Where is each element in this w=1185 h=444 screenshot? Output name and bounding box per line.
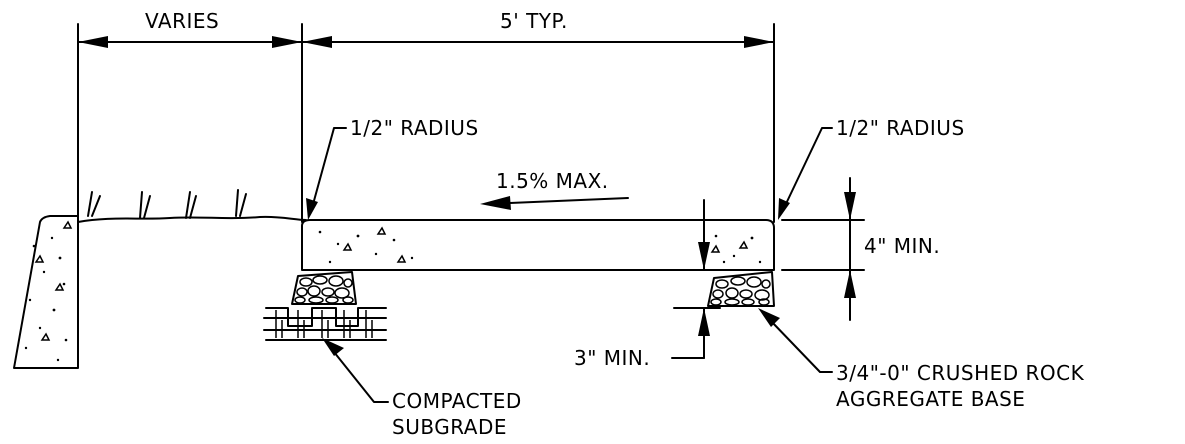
- curb: [13, 215, 79, 369]
- walk-width-label: 5' TYP.: [500, 9, 568, 33]
- aggregate-label-line2: AGGREGATE BASE: [836, 387, 1025, 411]
- slab-hatch-left: [318, 226, 414, 264]
- thickness-dimension: 4" MIN.: [781, 177, 940, 321]
- subgrade-label-line2: SUBGRADE: [392, 415, 507, 439]
- slope-label: 1.5% MAX.: [496, 169, 609, 193]
- curb-hatch: [24, 220, 73, 362]
- radius-left-callout: 1/2" RADIUS: [306, 116, 479, 220]
- base-depth-label: 3" MIN.: [574, 346, 650, 370]
- varies-dimension: VARIES: [77, 9, 303, 223]
- aggregate-base-callout: 3/4"-0" CRUSHED ROCK AGGREGATE BASE: [758, 308, 1085, 411]
- subgrade-callout: COMPACTED SUBGRADE: [322, 338, 522, 439]
- aggregate-label-line1: 3/4"-0" CRUSHED ROCK: [836, 361, 1085, 385]
- concrete-slab: [301, 219, 775, 271]
- aggregate-base-left: [291, 271, 357, 305]
- radius-left-label: 1/2" RADIUS: [350, 116, 479, 140]
- varies-label: VARIES: [145, 9, 219, 33]
- base-depth-dimension: 3" MIN.: [574, 199, 721, 370]
- slope-indicator: 1.5% MAX.: [480, 169, 629, 210]
- walk-width-dimension: 5' TYP.: [301, 9, 775, 223]
- slab-hatch-right: [710, 234, 762, 264]
- aggregate-base-right: [707, 271, 775, 307]
- compacted-subgrade: [263, 307, 387, 341]
- thickness-label: 4" MIN.: [864, 234, 940, 258]
- radius-right-callout: 1/2" RADIUS: [778, 116, 965, 220]
- radius-right-label: 1/2" RADIUS: [836, 116, 965, 140]
- subgrade-label-line1: COMPACTED: [392, 389, 522, 413]
- landscape-strip: [77, 189, 307, 223]
